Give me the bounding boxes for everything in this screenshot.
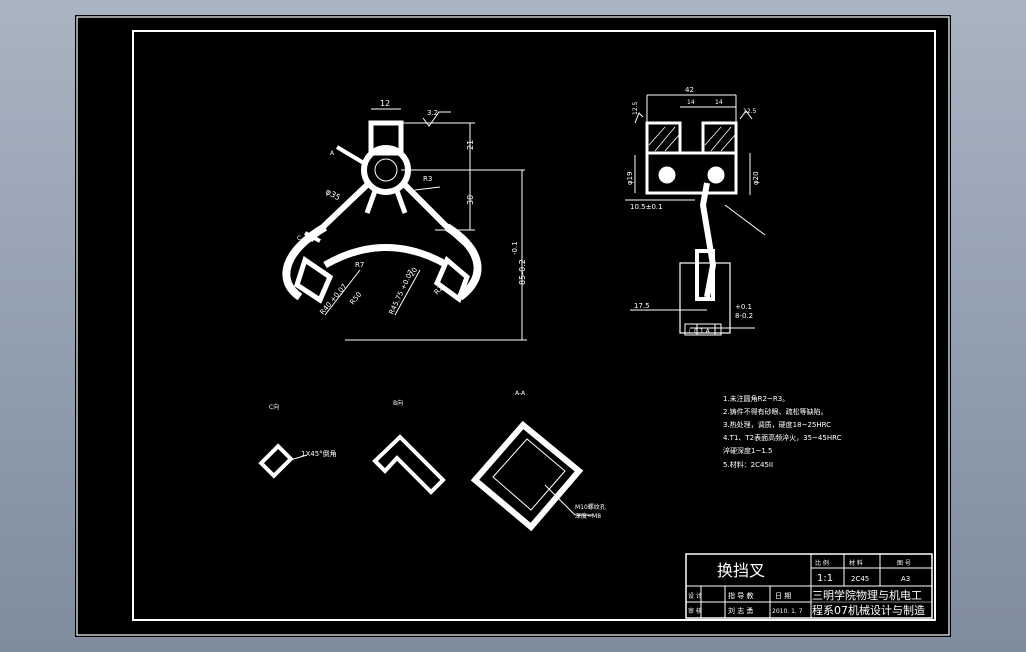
- dim-14a: 14: [687, 99, 695, 106]
- side-bore-left: [658, 166, 676, 184]
- front-hub-hole: [374, 158, 398, 182]
- dim-r7: R7: [355, 261, 364, 269]
- front-view: [282, 108, 527, 341]
- detail-labels: C向 B向 A-A 1X45°倒角 M10螺纹孔 深度~M8: [269, 390, 606, 520]
- label-a: A: [330, 150, 335, 157]
- dim-21: 21: [466, 140, 475, 150]
- cad-drawing: 12 3.2 21 30 85-0.2 -0.1 φ35 R3 R40 +0.0…: [76, 16, 950, 636]
- roughness-symbol-top: [422, 111, 451, 127]
- leader-r3: [414, 186, 441, 191]
- chamfer-note: 1X45°倒角: [301, 449, 337, 458]
- header-material: 材 料: [849, 559, 863, 567]
- side-arm: [699, 182, 717, 298]
- roughness-12-5-right: 12.5: [743, 108, 757, 115]
- dim-14b: 14: [715, 99, 723, 106]
- row-check-name: 刘 志 勇: [728, 606, 753, 615]
- material-value: 2C45: [851, 575, 869, 583]
- label-c: C: [297, 235, 301, 242]
- detail-c-shape: [258, 443, 294, 479]
- dim-85: 85-0.2: [518, 259, 527, 285]
- side-view: [625, 94, 766, 336]
- section-mark-a: [335, 145, 369, 167]
- roughness-3-2: 3.2: [427, 109, 438, 117]
- m10-note: M10螺纹孔: [575, 503, 606, 511]
- tolerance-frame: ⊥ 0.1 A: [687, 328, 711, 335]
- front-top-boss: [368, 120, 404, 156]
- tolerance-frame-box: [684, 323, 722, 336]
- note-line-5: 淬硬深度1~1.5: [723, 446, 772, 455]
- technical-notes: 1.未注圆角R2~R3。 2.铸件不得有砂眼、疏松等缺陷。 3.热处理，调质，硬…: [723, 394, 842, 469]
- roughness-left-mark: [634, 112, 644, 124]
- outer-frame: [76, 16, 950, 636]
- side-view-labels: 42 14 14 12.5 12.5 φ19 φ20 10.5±0.1 17.5…: [626, 86, 760, 335]
- front-right-claw: [444, 223, 482, 301]
- dim-tol: -0.1: [511, 241, 519, 255]
- note-line-3: 3.热处理，调质，硬度18~25HRC: [723, 420, 831, 429]
- side-lower-slot: [695, 249, 715, 301]
- org-line-2: 程系07机械设计与制造: [812, 603, 925, 617]
- front-inner-arc: [323, 244, 449, 269]
- header-scale: 比 例: [815, 559, 829, 567]
- roughness-right-mark: [739, 110, 753, 120]
- part-name: 换挡叉: [717, 561, 765, 580]
- org-line-1: 三明学院物理与机电工: [812, 588, 922, 602]
- scale-value: 1:1: [817, 573, 833, 584]
- front-arm-ribs: [364, 190, 408, 214]
- dim-r50: R50: [348, 291, 363, 307]
- drawing-no-value: A3: [901, 575, 910, 583]
- front-right-tip: [433, 255, 470, 303]
- note-line-4: 4.T1、T2表面高频淬火，35~45HRC: [723, 433, 842, 442]
- note-line-2: 2.铸件不得有砂眼、疏松等缺陷。: [723, 407, 828, 416]
- dim-plus-0-1: +0.1: [735, 303, 752, 311]
- dim-d20: φ20: [752, 171, 760, 185]
- dim-17-5: 17.5: [634, 302, 650, 310]
- row-check-date: 2010. 1. 7: [772, 608, 803, 615]
- detail-a-leader: [544, 484, 576, 516]
- row-design-label: 设 计: [688, 592, 702, 600]
- dim-10-5: 10.5±0.1: [630, 203, 663, 211]
- side-lower-block: [679, 262, 731, 334]
- detail-b-shape: [372, 434, 446, 495]
- detail-views: [258, 420, 593, 532]
- leader-r45: [394, 269, 421, 316]
- row-design-role: 指 导 教: [728, 591, 753, 600]
- detail-a-shape: [470, 420, 584, 532]
- row-design-date-label: 日 期: [775, 592, 791, 600]
- label-view-b: B向: [393, 399, 403, 407]
- dim-d19: φ19: [626, 171, 634, 185]
- dim-8: 8-0.2: [735, 312, 753, 320]
- title-block: [685, 553, 933, 619]
- dim-phi35: φ35: [324, 187, 342, 203]
- dim-30: 30: [466, 195, 475, 205]
- title-block-text: 换挡叉 比 例 材 料 图 号 1:1 2C45 A3 三明学院物理与机电工 程…: [688, 559, 925, 617]
- side-body: [645, 151, 738, 195]
- header-drawing-no: 图 号: [897, 560, 911, 567]
- leader-side-right: [724, 204, 766, 236]
- depth-note: 深度~M8: [575, 512, 601, 520]
- detail-c-leader: [286, 454, 308, 462]
- front-left-claw: [282, 223, 328, 301]
- dim-20: 20: [408, 266, 419, 278]
- label-view-a: A-A: [515, 390, 526, 397]
- label-view-c: C向: [269, 403, 279, 411]
- dim-42: 42: [685, 86, 694, 94]
- roughness-12-5-left: 12.5: [632, 101, 639, 115]
- front-left-tip: [294, 256, 334, 304]
- leader-r40: [324, 269, 361, 316]
- side-hatch: [648, 126, 736, 152]
- drawing-sheet: 12 3.2 21 30 85-0.2 -0.1 φ35 R3 R40 +0.0…: [75, 15, 951, 637]
- note-line-1: 1.未注圆角R2~R3。: [723, 394, 789, 403]
- section-mark-c: [304, 231, 321, 243]
- dim-r3: R3: [423, 175, 432, 183]
- note-line-6: 5.材料：2C45II: [723, 460, 773, 469]
- row-check-label: 审 核: [688, 607, 702, 615]
- side-bore-right: [707, 166, 725, 184]
- dim-12: 12: [380, 99, 390, 108]
- detail-a-inner: [492, 438, 566, 511]
- inner-frame: [132, 30, 936, 621]
